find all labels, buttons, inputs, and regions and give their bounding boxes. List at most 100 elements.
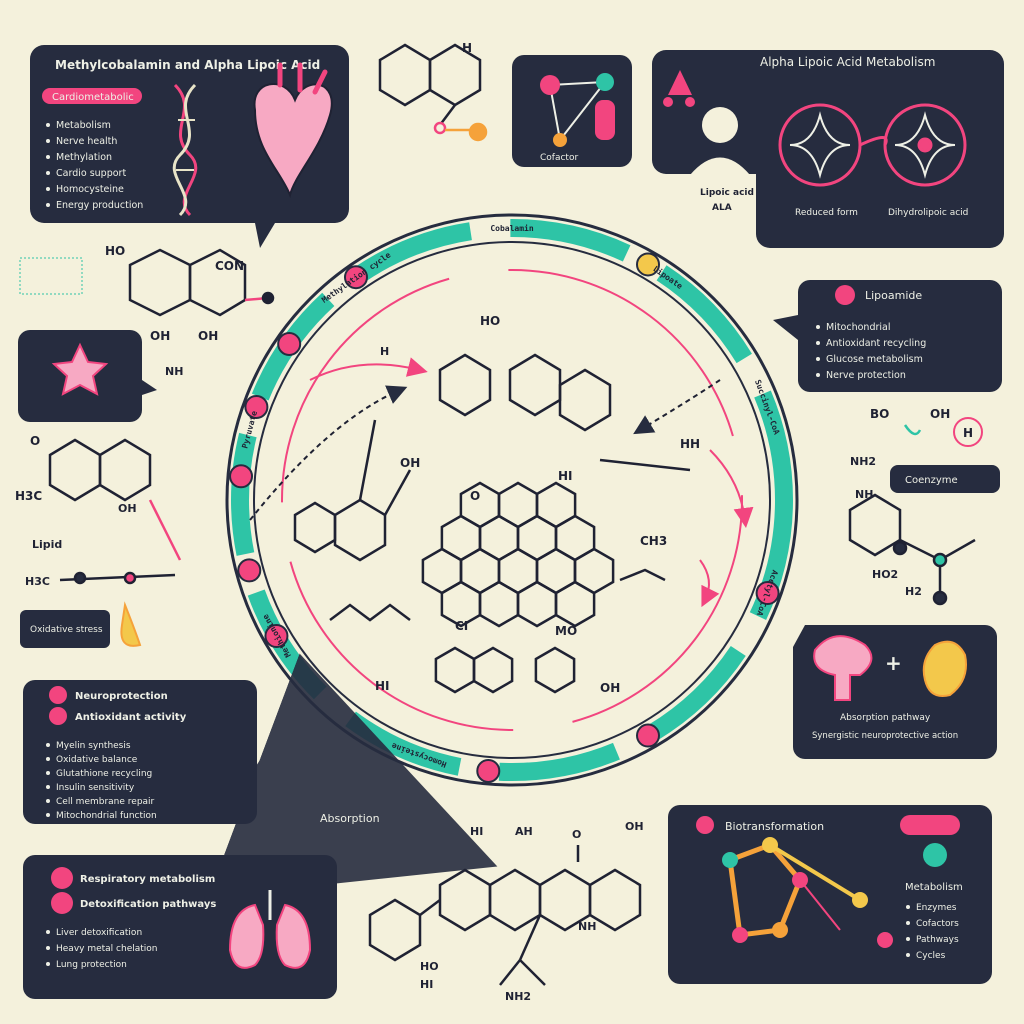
label-bo: BO: [870, 407, 889, 421]
label-ch3: CH3: [640, 534, 667, 548]
bullet-dot: [46, 813, 50, 817]
label-dihydrolipoic: Dihydrolipoic acid: [888, 208, 968, 218]
ring-node: [636, 723, 660, 748]
bullet-item: Cycles: [916, 951, 946, 961]
bullet-dot: [906, 937, 910, 941]
ring-node: [237, 558, 262, 583]
arrow-label: Absorption: [320, 812, 380, 825]
bullet-dot: [816, 357, 820, 361]
label-oh-b: OH: [198, 329, 218, 343]
bullet-dot: [816, 341, 820, 345]
bullet-dot: [46, 171, 50, 175]
label-hh: HH: [680, 437, 700, 451]
panel-item: Antioxidant activity: [75, 712, 187, 723]
combo-caption: Absorption pathway: [840, 713, 931, 723]
panel-item: Respiratory metabolism: [80, 874, 215, 885]
label-hs: H: [380, 345, 389, 358]
label-h2o: HO: [480, 314, 500, 328]
label-oh-bottom: OH: [625, 820, 644, 833]
bullet-dot: [816, 325, 820, 329]
label-nh2-r: NH2: [850, 455, 876, 468]
label-ci: CI: [455, 619, 468, 633]
molecule-network-icon: [540, 73, 615, 147]
combo-sub: Synergistic neuroprotective action: [812, 731, 958, 741]
hexagon-ring: [472, 646, 514, 694]
molecule-left-upper: [128, 248, 275, 317]
caption-ala: ALA: [712, 203, 732, 213]
bullet-item: Cardio support: [56, 168, 126, 179]
bullet-dot: [816, 373, 820, 377]
dna-icon: [172, 83, 198, 217]
ring-node: [343, 265, 368, 290]
label-o-bottom: O: [572, 828, 581, 841]
panel-title: Biotransformation: [725, 820, 824, 833]
bullet-item: Glucose metabolism: [826, 354, 923, 365]
lungs-icon: [228, 890, 312, 969]
bullet-item: Glutathione recycling: [56, 769, 152, 779]
central-substituents: [293, 353, 691, 622]
note-box: [19, 257, 83, 295]
label-h3c: H3C: [15, 489, 42, 503]
bullet-item: Oxidative balance: [56, 755, 138, 765]
label-con: CON: [215, 259, 244, 273]
label-lipid: Lipid: [32, 538, 62, 551]
bullet-item: Insulin sensitivity: [56, 783, 135, 793]
caption-lipoic: Lipoic acid: [700, 188, 754, 198]
bullet-dot: [906, 953, 910, 957]
badge-coenzyme: [890, 465, 1000, 493]
molecule-bottom: [368, 845, 642, 986]
label-hi-b: HI: [470, 825, 483, 838]
bullet-item: Cell membrane repair: [56, 797, 155, 807]
bullet-item: Enzymes: [916, 903, 957, 913]
ring-node: [277, 331, 302, 356]
label-ho2: HO2: [872, 568, 898, 581]
panel-right-combo: + Absorption pathway Synergistic neuropr…: [793, 625, 997, 759]
molecule-right: [848, 424, 976, 606]
label-h2: H2: [905, 585, 922, 598]
pink-arrow-right: [709, 449, 754, 528]
label-box: [20, 610, 110, 648]
panel-title: Methylcobalamin and Alpha Lipoic Acid: [55, 58, 320, 72]
bullet-item: Pathways: [916, 935, 959, 945]
hexagon-ring: [534, 646, 576, 694]
ring-node: [636, 252, 660, 277]
label-nh: NH: [165, 365, 183, 378]
bullet-item: Lung protection: [56, 960, 127, 970]
bullet-dot: [46, 930, 50, 934]
pink-arrow-lower: [699, 559, 720, 608]
person-icon: [663, 70, 750, 215]
pill-icon: [922, 640, 967, 697]
h-circle-icon: [953, 417, 983, 447]
molecule-network-icon: [722, 837, 947, 948]
hexagon-ring: [434, 646, 476, 694]
pink-arrow-upper: [309, 357, 428, 381]
label-h-top: H: [462, 41, 472, 55]
main-ring: [225, 213, 799, 787]
label-o-center: O: [470, 489, 480, 503]
hexagon-ring: [554, 580, 596, 628]
bullet-dot: [46, 203, 50, 207]
panel-top-left: Methylcobalamin and Alpha Lipoic Acid Ca…: [30, 45, 349, 248]
bullet-item: Mitochondrial: [826, 322, 891, 333]
cofactor-label: Cofactor: [540, 153, 578, 163]
hexagon-ring: [516, 580, 558, 628]
label-oh-a: OH: [150, 329, 170, 343]
panel-bottom-right: Biotransformation Metabolism EnzymesCofa…: [668, 805, 992, 984]
bullet-dot: [46, 946, 50, 950]
bullet-item: Myelin synthesis: [56, 741, 131, 751]
panel-top-right: Alpha Lipoic Acid Metabolism Lipoic acid…: [652, 50, 1004, 248]
label-hi-bottom: HI: [420, 978, 433, 991]
bullet-dot: [46, 743, 50, 747]
droplet-icon: [120, 601, 142, 647]
ring-node: [244, 394, 269, 419]
label-oh-left: OH: [118, 502, 137, 515]
bullet-item: Homocysteine: [56, 184, 124, 195]
star-icon: [51, 342, 109, 396]
bullet-item: Metabolism: [56, 120, 111, 131]
heart-icon: [253, 62, 333, 199]
bullet-item: Mitochondrial function: [56, 811, 157, 821]
label-h3c-b: H3C: [25, 575, 50, 588]
